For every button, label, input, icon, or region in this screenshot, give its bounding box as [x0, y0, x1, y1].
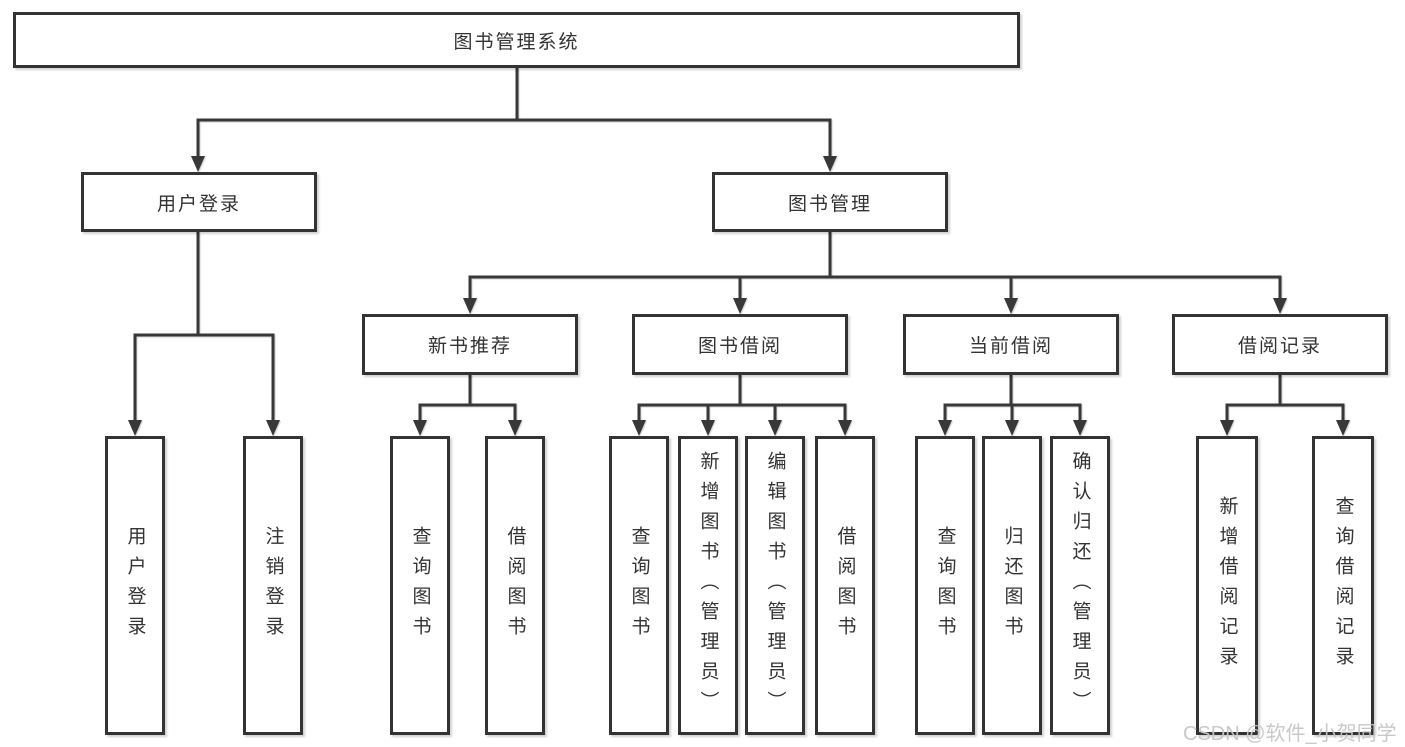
leaf-cb-return-books-label: 归还图书: [1001, 525, 1023, 646]
leaf-bb-add-books-admin: 新增图书（管理员）: [678, 436, 738, 735]
leaf-user-login-label: 用户登录: [124, 525, 146, 646]
leaf-nbr-query-books-label: 查询图书: [409, 525, 431, 646]
leaf-br-add-record-label: 新增借阅记录: [1216, 495, 1238, 676]
leaf-bb-edit-books-admin: 编辑图书（管理员）: [745, 436, 805, 735]
leaf-cb-return-books: 归还图书: [982, 436, 1042, 735]
leaf-bb-query-books: 查询图书: [609, 436, 669, 735]
leaf-bb-edit-books-admin-label: 编辑图书（管理员）: [764, 450, 786, 721]
leaf-cb-confirm-return-admin: 确认归还（管理员）: [1050, 436, 1110, 735]
leaf-bb-borrow-books: 借阅图书: [815, 436, 875, 735]
csdn-watermark: CSDN @软件_小贺同学: [1183, 723, 1397, 745]
node-book-management: 图书管理: [712, 172, 948, 232]
leaf-bb-add-books-admin-label: 新增图书（管理员）: [697, 450, 719, 721]
node-root: 图书管理系统: [13, 12, 1020, 68]
leaf-br-query-record: 查询借阅记录: [1312, 436, 1374, 735]
leaf-br-query-record-label: 查询借阅记录: [1332, 495, 1354, 676]
node-current-borrowing: 当前借阅: [903, 314, 1119, 375]
leaf-bb-query-books-label: 查询图书: [628, 525, 650, 646]
node-user-login: 用户登录: [81, 172, 317, 232]
node-new-book-recommend: 新书推荐: [362, 314, 578, 375]
leaf-bb-borrow-books-label: 借阅图书: [834, 525, 856, 646]
node-user-login-label: 用户登录: [156, 193, 241, 215]
leaf-cb-query-books: 查询图书: [915, 436, 975, 735]
leaf-br-add-record: 新增借阅记录: [1196, 436, 1258, 735]
leaf-logout-label: 注销登录: [262, 525, 284, 646]
leaf-nbr-borrow-books-label: 借阅图书: [504, 525, 526, 646]
node-book-borrowing: 图书借阅: [632, 314, 848, 375]
node-current-borrowing-label: 当前借阅: [968, 336, 1053, 357]
leaf-cb-confirm-return-admin-label: 确认归还（管理员）: [1069, 450, 1091, 721]
node-new-book-recommend-label: 新书推荐: [427, 336, 512, 357]
node-root-label: 图书管理系统: [453, 31, 580, 53]
leaf-logout: 注销登录: [243, 436, 303, 735]
node-borrowing-records-label: 借阅记录: [1237, 336, 1322, 357]
leaf-nbr-borrow-books: 借阅图书: [485, 436, 545, 735]
node-book-borrowing-label: 图书借阅: [697, 336, 782, 357]
node-book-management-label: 图书管理: [787, 193, 872, 215]
leaf-cb-query-books-label: 查询图书: [934, 525, 956, 646]
leaf-nbr-query-books: 查询图书: [390, 436, 450, 735]
leaf-user-login: 用户登录: [105, 436, 165, 735]
node-borrowing-records: 借阅记录: [1172, 314, 1388, 375]
